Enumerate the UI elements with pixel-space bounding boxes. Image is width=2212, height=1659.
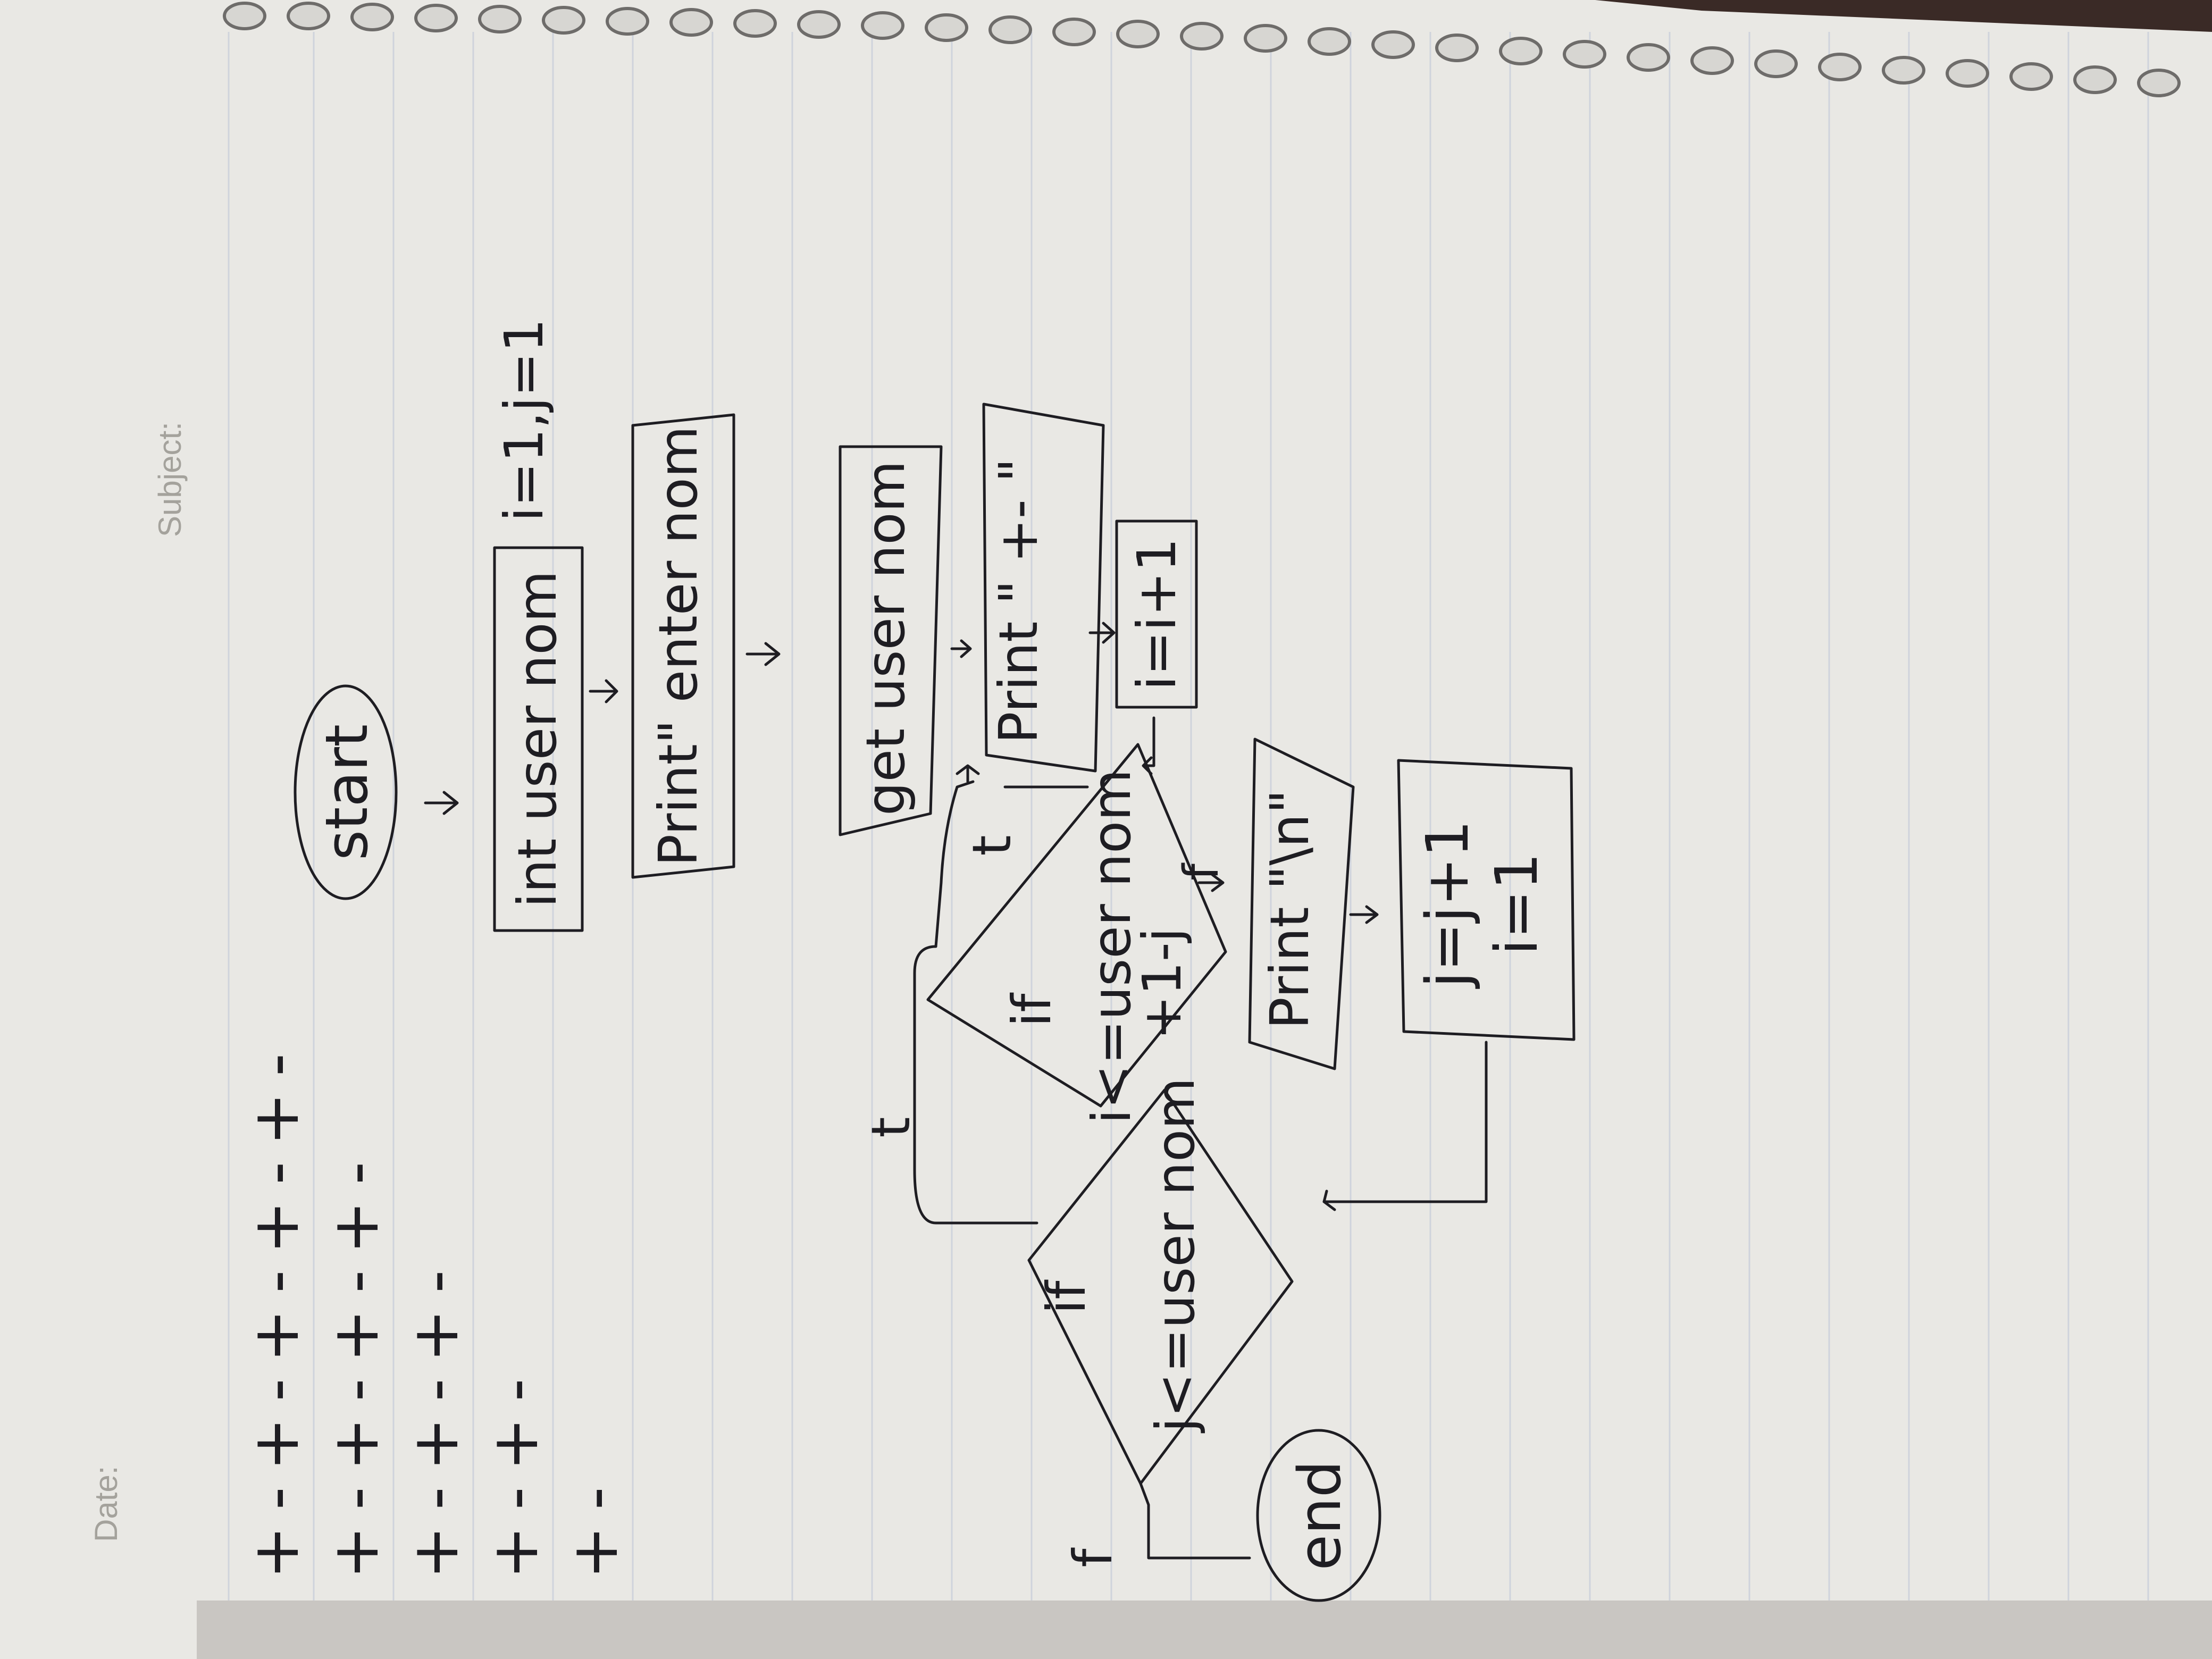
flow-arrow	[1322, 1189, 1336, 1211]
declare-box	[493, 546, 584, 932]
margin-band	[197, 1601, 2212, 1659]
pattern-row: +-+-+-+-	[319, 1146, 393, 1579]
prompt-label: Print" enter nom	[647, 426, 709, 866]
input-box	[839, 445, 943, 836]
outer-false-label: f	[1062, 1547, 1124, 1568]
flow-arrow	[424, 791, 459, 815]
inner-decision	[926, 743, 1227, 1108]
flow-arrow	[1197, 873, 1225, 892]
date-label: Date:	[88, 1466, 124, 1542]
increment-label: i=i+1	[1126, 538, 1188, 691]
inner-false-label: f	[1174, 862, 1229, 881]
inner-cond-expr2: +1-j	[1131, 927, 1193, 1040]
loop-back-path	[1322, 1041, 1488, 1203]
flow-arrow	[1349, 905, 1379, 924]
update-label-1: j=j+1	[1413, 820, 1481, 988]
inner-true-label: t	[961, 835, 1023, 856]
outer-true-path	[913, 945, 1038, 1225]
update-box	[1397, 759, 1576, 1041]
background-corner	[1595, 0, 2212, 32]
outer-true-path-top	[934, 780, 975, 948]
prompt-output	[631, 413, 735, 879]
pattern-row: +-+-+-	[399, 1254, 473, 1579]
pattern-row: +-+-	[479, 1362, 552, 1579]
flow-arrow	[745, 642, 781, 666]
pattern-sketch: +-+-+-+-+- +-+-+-+- +-+-+- +-+- +-	[239, 1037, 632, 1579]
outer-true-label: t	[860, 1117, 922, 1137]
end-terminator	[1256, 1429, 1381, 1602]
pattern-row: +-+-+-+-+-	[239, 1037, 313, 1579]
flow-arrow	[1088, 622, 1116, 644]
start-terminator	[294, 684, 398, 900]
outer-false-path	[1139, 1482, 1251, 1560]
end-label: end	[1286, 1460, 1354, 1570]
flowchart: start int user nom i=1,j=1 Print" enter …	[294, 319, 1576, 1602]
outer-decision	[1027, 1088, 1294, 1485]
flow-arrow	[956, 764, 980, 783]
update-label-2: i=1	[1482, 853, 1551, 956]
subject-label: Subject:	[152, 422, 188, 537]
flow-arrow	[589, 679, 618, 703]
input-label: get user nom	[854, 460, 917, 816]
pattern-row: +-	[558, 1471, 632, 1579]
init-vars-label: i=1,j=1	[493, 319, 555, 522]
flow-arrow	[950, 639, 972, 658]
print-cell-output	[982, 403, 1105, 773]
outer-cond-expr: j<=user nom	[1144, 1077, 1206, 1433]
print-cell-label: Print " +- "	[987, 458, 1050, 743]
increment-box	[1115, 520, 1198, 709]
inner-cond-if: if	[1001, 992, 1063, 1027]
inner-cond-expr: i<=user nom	[1080, 769, 1143, 1124]
start-label: start	[313, 724, 381, 860]
newline-label: Print "\n"	[1259, 790, 1321, 1029]
newline-output	[1248, 738, 1355, 1070]
spiral-binding	[223, 2, 2181, 97]
outer-cond-if: if	[1035, 1279, 1097, 1314]
ruled-lines	[228, 32, 2149, 1601]
declare-label: int user nom	[506, 571, 568, 908]
